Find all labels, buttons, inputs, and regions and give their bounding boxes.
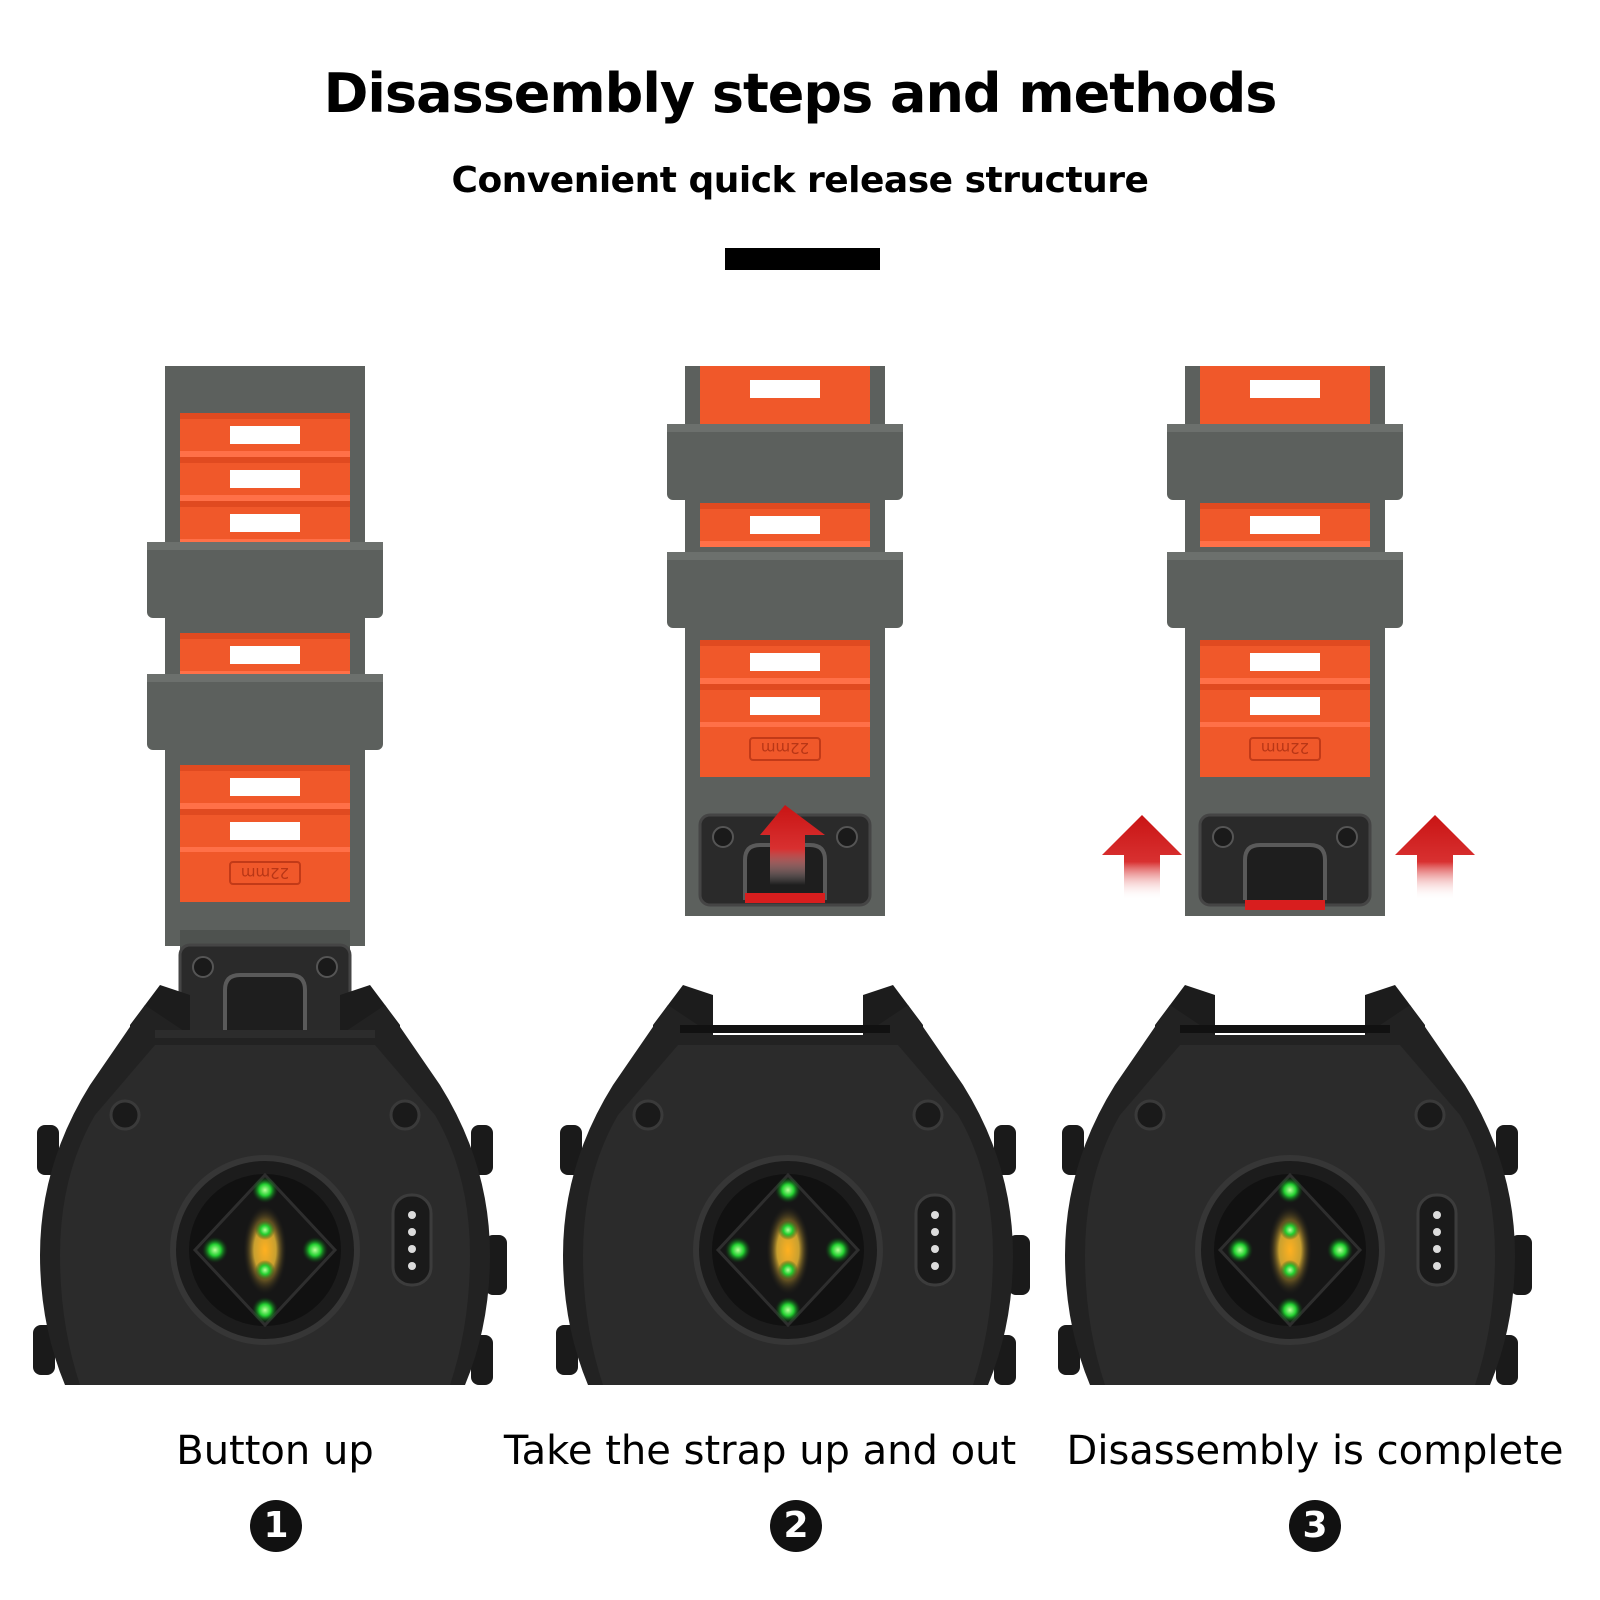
step1-label: Button up	[176, 1428, 374, 1474]
strap3-size-text: 22mm	[1261, 739, 1309, 757]
step1-illustration: 22mm	[33, 366, 507, 1385]
step2-number: 2	[770, 1500, 822, 1552]
step2-label: Take the strap up and out	[503, 1428, 1017, 1474]
step2-illustration: 22mm	[556, 366, 1030, 1385]
strap2-size-text: 22mm	[761, 739, 809, 757]
step3-illustration: 22mm	[1058, 366, 1532, 1385]
page-title: Disassembly steps and methods	[323, 62, 1278, 125]
title-divider	[725, 248, 880, 270]
step1-number: 1	[250, 1500, 302, 1552]
strap1-size-text: 22mm	[241, 864, 289, 882]
page-subtitle: Convenient quick release structure	[451, 160, 1149, 201]
step3-number: 3	[1289, 1500, 1341, 1552]
step3-label: Disassembly is complete	[1066, 1428, 1564, 1474]
